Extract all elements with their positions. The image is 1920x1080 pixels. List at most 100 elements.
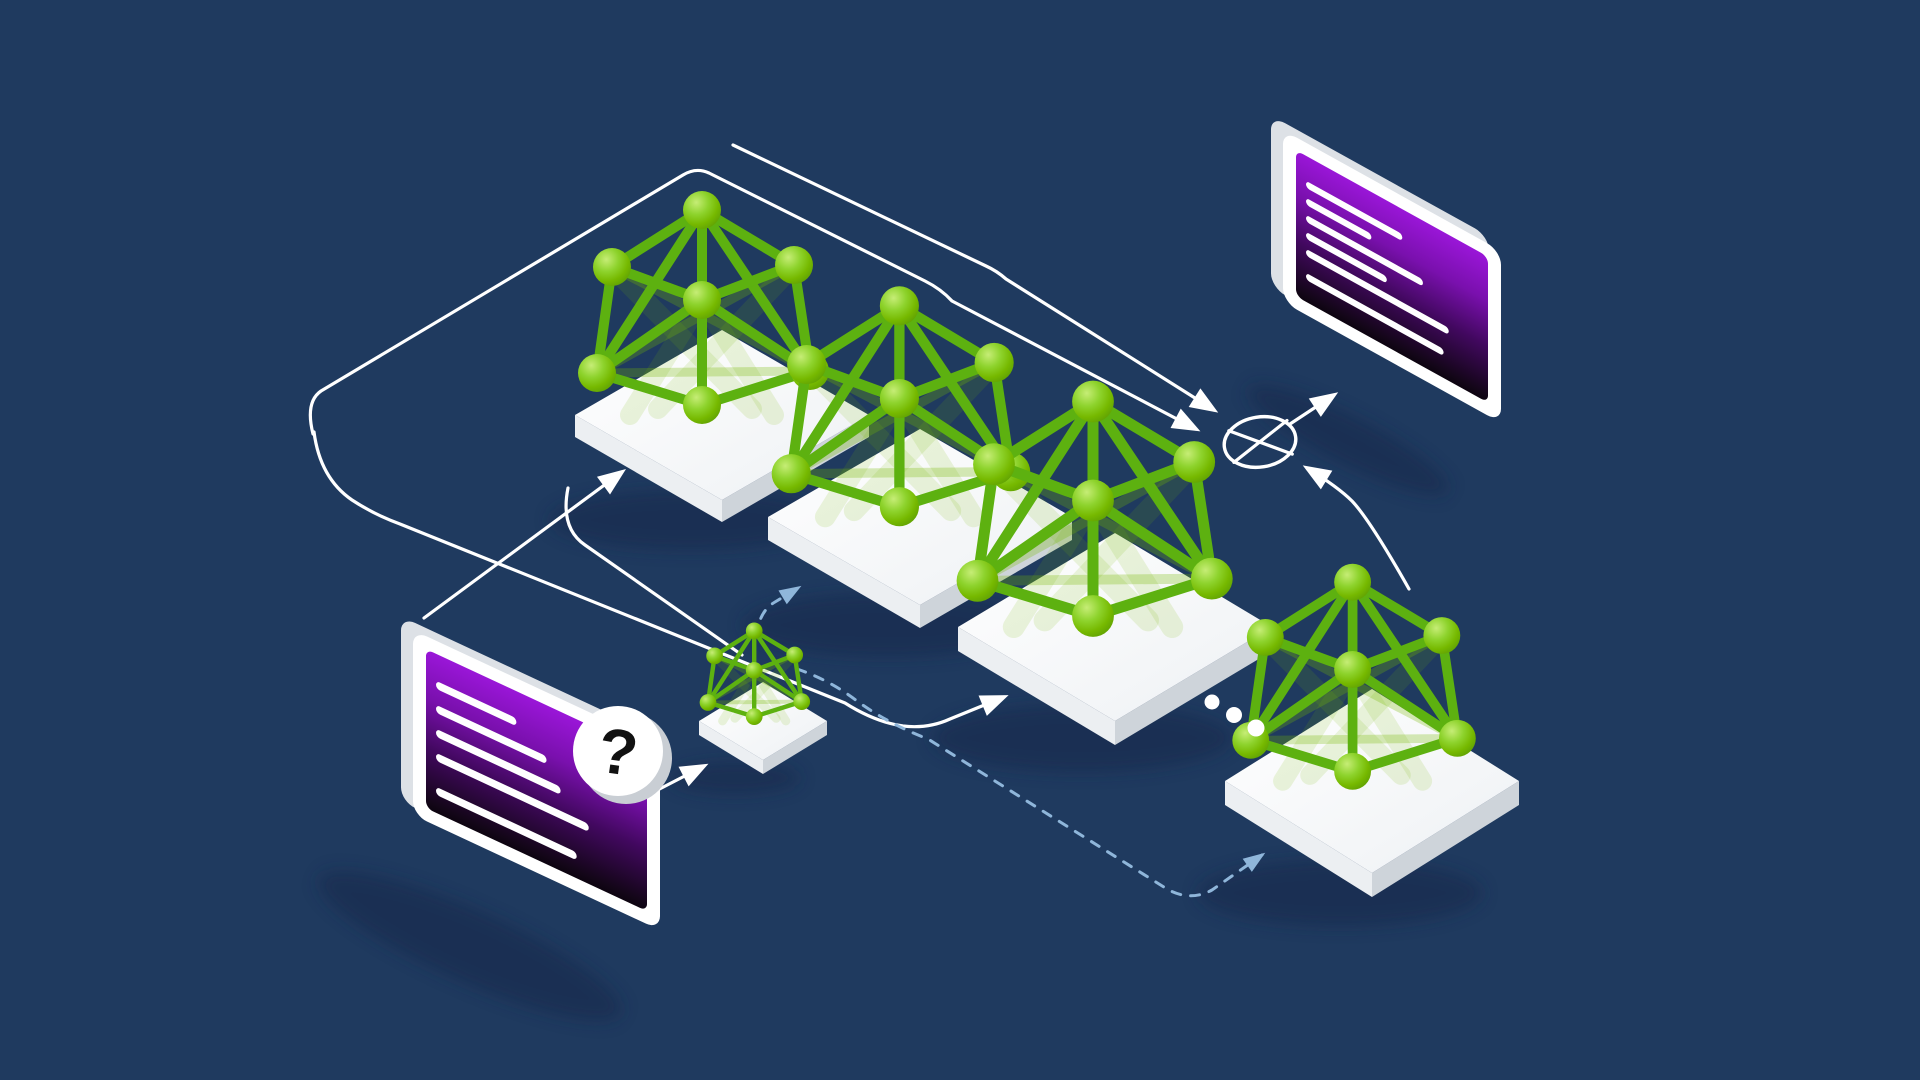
network-link xyxy=(1347,664,1463,744)
screen-text-line xyxy=(1306,274,1444,355)
network-beam xyxy=(1342,659,1433,791)
flow-feed-expert3 xyxy=(312,430,1009,729)
network-node xyxy=(956,559,999,602)
network-node xyxy=(1423,617,1461,654)
screen-text-line xyxy=(436,706,547,763)
network-node xyxy=(1173,441,1216,483)
network-beam xyxy=(1255,627,1411,785)
network-node xyxy=(1334,651,1372,688)
network-beam xyxy=(843,352,1005,522)
ellipsis-dot xyxy=(1204,694,1220,710)
combiner-ellipse xyxy=(1222,414,1298,470)
screen-text-line xyxy=(1306,182,1403,240)
output-monitor xyxy=(1271,121,1501,418)
solid-flow-arrows-layer xyxy=(308,143,1411,798)
ellipsis-dot xyxy=(1226,707,1242,723)
network-beam xyxy=(749,666,791,726)
output-monitor-screen xyxy=(1296,153,1488,400)
flow-combiner-to-output xyxy=(1288,392,1339,426)
query-monitor xyxy=(401,621,660,926)
network-node xyxy=(879,487,919,527)
screen-text-line xyxy=(1306,216,1423,286)
cast-shadow xyxy=(550,490,830,550)
network-link xyxy=(697,205,815,376)
ellipsis-dot xyxy=(1247,719,1265,737)
flow-upper-to-combiner xyxy=(731,143,1219,413)
network-beam xyxy=(692,290,784,425)
network-node xyxy=(699,694,717,711)
network-beam xyxy=(710,651,781,723)
flow-loop-to-combiner xyxy=(308,168,1201,436)
network-node xyxy=(879,286,919,326)
platform-right-face xyxy=(1372,781,1519,897)
network-link xyxy=(972,495,1099,587)
network-link xyxy=(705,628,757,705)
combiner-symbol-group xyxy=(1222,414,1298,470)
network-node xyxy=(745,662,763,679)
network-beam xyxy=(889,388,984,528)
network-node xyxy=(593,248,631,286)
cast-shadow xyxy=(670,762,800,794)
network-node xyxy=(1072,380,1114,423)
network-beam xyxy=(983,453,1159,632)
network-beam xyxy=(1082,489,1184,638)
flow-router-to-expert4 xyxy=(795,667,1266,898)
network-node xyxy=(745,708,763,725)
network-node xyxy=(793,693,811,710)
network-link xyxy=(705,668,757,705)
screen-text-line xyxy=(1306,199,1372,240)
network-node xyxy=(1334,563,1372,601)
network-node xyxy=(1190,557,1233,600)
network-beam xyxy=(1002,489,1104,638)
flow-expert4-to-combiner xyxy=(1302,465,1411,591)
network-beam xyxy=(602,257,762,419)
cast-shadow xyxy=(318,871,622,1021)
network-beam xyxy=(1273,659,1363,791)
monitors-layer xyxy=(401,121,1501,926)
network-link xyxy=(972,396,1099,587)
circled-x-combine-icon xyxy=(1222,414,1298,470)
network-node xyxy=(1072,479,1114,522)
screen-text-line xyxy=(436,682,517,725)
network-node xyxy=(775,246,813,284)
network-link xyxy=(786,300,905,479)
network-node xyxy=(1246,619,1284,656)
network-link xyxy=(1245,577,1358,746)
network-node xyxy=(1072,595,1114,637)
screen-text-line xyxy=(436,730,561,794)
expert-network-4 xyxy=(1232,563,1476,791)
network-link xyxy=(592,205,707,378)
network-link xyxy=(1245,664,1358,746)
cast-shadow xyxy=(1198,860,1482,926)
platform-left-face xyxy=(699,721,763,774)
screen-text-line xyxy=(1306,233,1387,283)
cast-shadow xyxy=(1247,384,1449,496)
screen-text-line xyxy=(1306,250,1449,334)
platform-left-face xyxy=(575,415,722,522)
network-node xyxy=(1438,719,1476,757)
network-beam xyxy=(796,354,962,522)
network-link xyxy=(1087,396,1218,585)
network-node xyxy=(879,378,919,419)
network-link xyxy=(592,295,707,378)
network-node xyxy=(683,191,721,229)
network-node xyxy=(973,443,1015,486)
router-network xyxy=(699,622,811,726)
expert-network-1 xyxy=(578,191,829,425)
expert-networks-layer xyxy=(575,191,1519,897)
network-node xyxy=(683,281,721,319)
ellipsis-dots xyxy=(1204,694,1265,737)
network-node xyxy=(786,646,804,664)
network-link xyxy=(752,668,804,704)
network-link xyxy=(752,628,804,704)
network-node xyxy=(771,454,811,494)
screen-text-line xyxy=(436,788,577,859)
platform-left-face xyxy=(958,627,1115,745)
flow-feed-expert1 xyxy=(422,469,627,620)
network-node xyxy=(578,354,616,392)
combiner-x-stroke xyxy=(1232,418,1289,464)
network-beam xyxy=(620,290,712,425)
network-node xyxy=(745,622,763,640)
